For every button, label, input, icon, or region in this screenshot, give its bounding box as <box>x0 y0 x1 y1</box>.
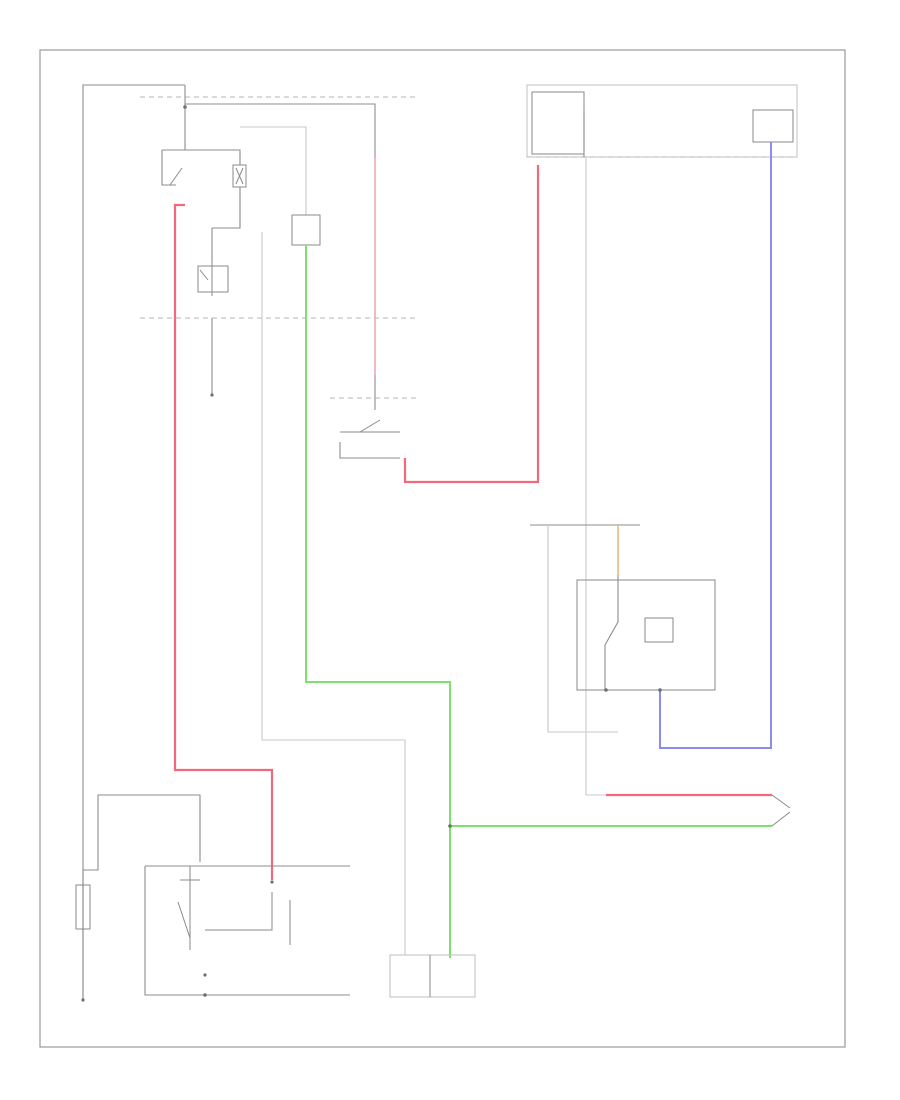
ground-wire-gray <box>261 315 406 955</box>
relay-switch-unit <box>530 524 716 733</box>
signal-wire-green <box>305 245 772 958</box>
park-switch-wire <box>586 793 791 827</box>
diagram-border <box>39 49 846 1048</box>
starter-relay-box <box>75 794 350 1002</box>
ignition-feed-wire <box>330 158 540 484</box>
signal-wire-blue <box>659 142 772 749</box>
engine-control-module <box>389 954 476 998</box>
battery-feed-wire <box>173 203 274 880</box>
smart-key-module <box>526 84 798 795</box>
engine-room-fuse-relay-box <box>82 84 418 1000</box>
